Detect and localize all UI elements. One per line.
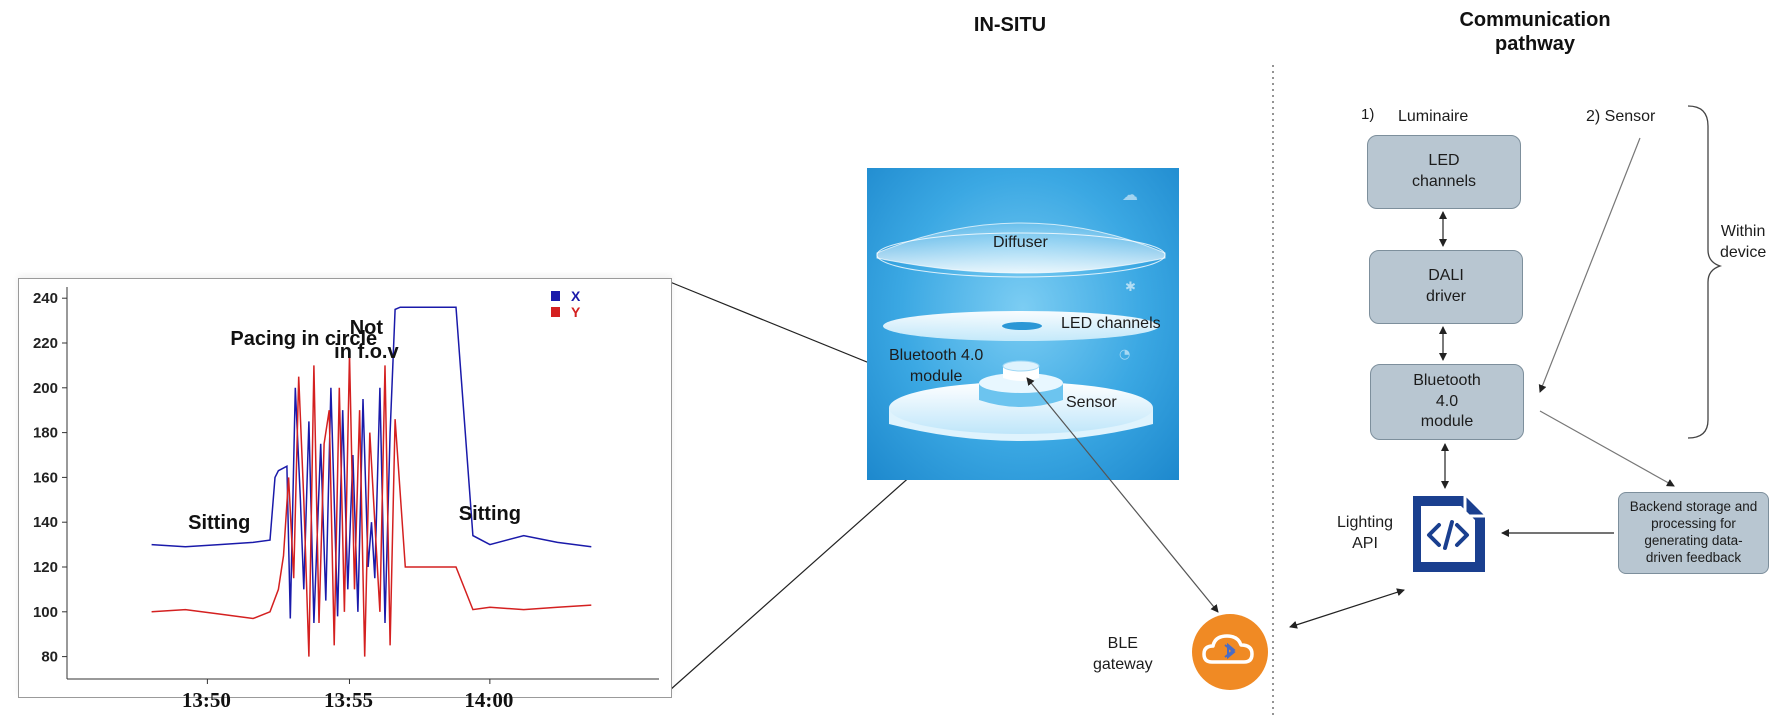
backend-storage-box: Backend storage and processing for gener… [1618,492,1769,574]
y-tick-label: 100 [33,604,58,621]
annotation-line: Pacing in circle [230,328,377,350]
led-channels-box: LED channels [1367,135,1521,209]
arrow-module-gateway [1026,377,1219,613]
y-tick-label: 140 [33,514,58,531]
x-tick-label: 14:00 [464,688,514,712]
bluetooth-module-label: Bluetooth 4.0 module [889,347,984,385]
module-cap-top [1002,360,1040,372]
y-tick-label: 120 [33,559,58,576]
lighting-api-label: Lighting API [1337,514,1394,552]
led-channels-label: LED channels [1061,315,1161,332]
dali-driver-box: DALI driver [1369,250,1523,324]
y-tick-label: 160 [33,469,58,486]
arrow-bt-backend [1539,410,1675,487]
communication-pathway-title: Communication pathway [1459,9,1611,55]
diffuser-label: Diffuser [993,234,1048,251]
diffuser-rim [876,232,1166,278]
luminaire-label: Luminaire [1398,108,1469,125]
within-device-brace [1687,105,1723,439]
y-tick-label: 80 [41,649,58,666]
chart-annotation: Sitting [188,512,250,534]
annotation-line: Sitting [188,512,250,534]
insitu-title: IN-SITU [973,14,1047,36]
y-tick-label: 220 [33,335,58,352]
within-device-label: Within device [1720,223,1767,261]
x-tick-label: 13:50 [181,688,231,712]
sensor-step-label: 2) Sensor [1586,108,1656,125]
cloud-bluetooth-icon [1192,614,1268,690]
annotation-line: Not [350,317,384,339]
position-chart: 80 100 120 140 160 180 200 220 240 XY Sitting Pacin… [33,287,659,684]
bluetooth-icon: ✱ [1125,280,1136,295]
led-center [1002,322,1042,330]
ble-gateway-label: BLE gateway [1093,635,1153,673]
code-document-icon [1413,496,1485,572]
wifi-icon: ◔ [1119,347,1130,362]
legend-swatch-y [551,307,560,317]
series-y-line [151,354,592,657]
chart-annotation: Sitting [459,503,521,525]
y-tick-label: 180 [33,425,58,442]
legend-label-y: Y [571,304,581,320]
annotation-line: in f.o.v [334,341,399,363]
x-tick-label: 13:55 [323,688,373,712]
step-1-number: 1) [1361,106,1375,123]
bluetooth-module-box: Bluetooth 4.0 module [1370,364,1524,440]
chart-annotation: Pacing in circle [230,328,377,350]
series-x-line [151,306,592,624]
annotation-line: Sitting [459,503,521,525]
legend-label-x: X [571,288,581,304]
y-tick-label: 200 [33,380,58,397]
arrow-gateway-api [1289,588,1405,629]
legend-swatch-x [551,291,560,301]
arrow-sensor-bt [1538,137,1641,393]
y-tick-label: 240 [33,290,58,307]
cloud-icon: ☁ [1122,185,1138,204]
